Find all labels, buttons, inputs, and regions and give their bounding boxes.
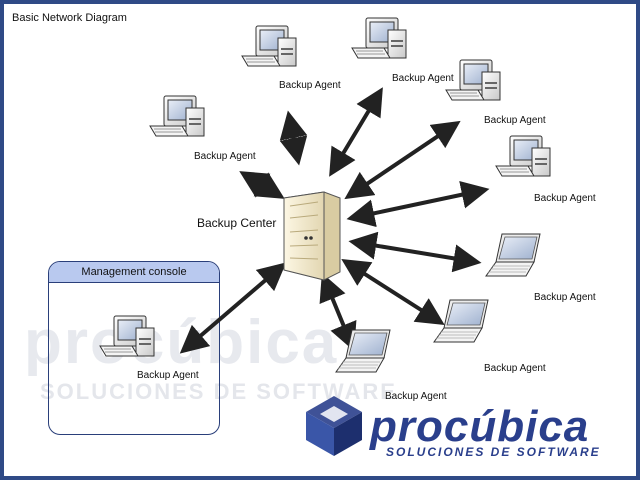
backup-agent-desktop-icon bbox=[242, 26, 296, 66]
arrow-management-console bbox=[184, 266, 282, 350]
agent-label: Backup Agent bbox=[385, 391, 447, 402]
procubica-logo-icon bbox=[306, 396, 362, 456]
agent-label: Backup Agent bbox=[279, 80, 341, 91]
diagram-canvas: procúbica SOLUCIONES DE SOFTWARE Basic N… bbox=[4, 4, 636, 476]
agent-label: Backup Agent bbox=[534, 292, 596, 303]
arrow-agent-top-left bbox=[289, 116, 298, 160]
agent-label: Backup Agent bbox=[392, 73, 454, 84]
backup-agent-desktop-icon bbox=[352, 18, 406, 58]
arrow-agent-top bbox=[332, 92, 380, 172]
arrow-agent-right bbox=[352, 190, 484, 218]
agent-label: Backup Agent bbox=[194, 151, 256, 162]
backup-center-server-icon bbox=[284, 192, 340, 280]
agent-label: Backup Agent bbox=[137, 370, 199, 381]
arrow-agent-left bbox=[244, 174, 280, 196]
agent-label: Backup Agent bbox=[484, 115, 546, 126]
backup-agent-desktop-icon bbox=[446, 60, 500, 100]
logo-subtitle: SOLUCIONES DE SOFTWARE bbox=[386, 445, 601, 459]
backup-agent-desktop-icon bbox=[100, 316, 154, 356]
agent-label: Backup Agent bbox=[484, 363, 546, 374]
arrow-laptop-lower-right bbox=[346, 262, 440, 322]
arrow-agent-upper-right bbox=[349, 124, 456, 196]
backup-agent-laptop-icon bbox=[434, 300, 488, 342]
backup-agent-laptop-icon bbox=[486, 234, 540, 276]
backup-agent-desktop-icon bbox=[496, 136, 550, 176]
backup-agent-laptop-icon bbox=[336, 330, 390, 372]
arrow-laptop-right bbox=[354, 242, 476, 262]
backup-agent-desktop-icon bbox=[150, 96, 204, 136]
backup-center-label: Backup Center bbox=[197, 216, 276, 230]
agent-label: Backup Agent bbox=[534, 193, 596, 204]
arrow-laptop-bottom bbox=[324, 278, 352, 346]
